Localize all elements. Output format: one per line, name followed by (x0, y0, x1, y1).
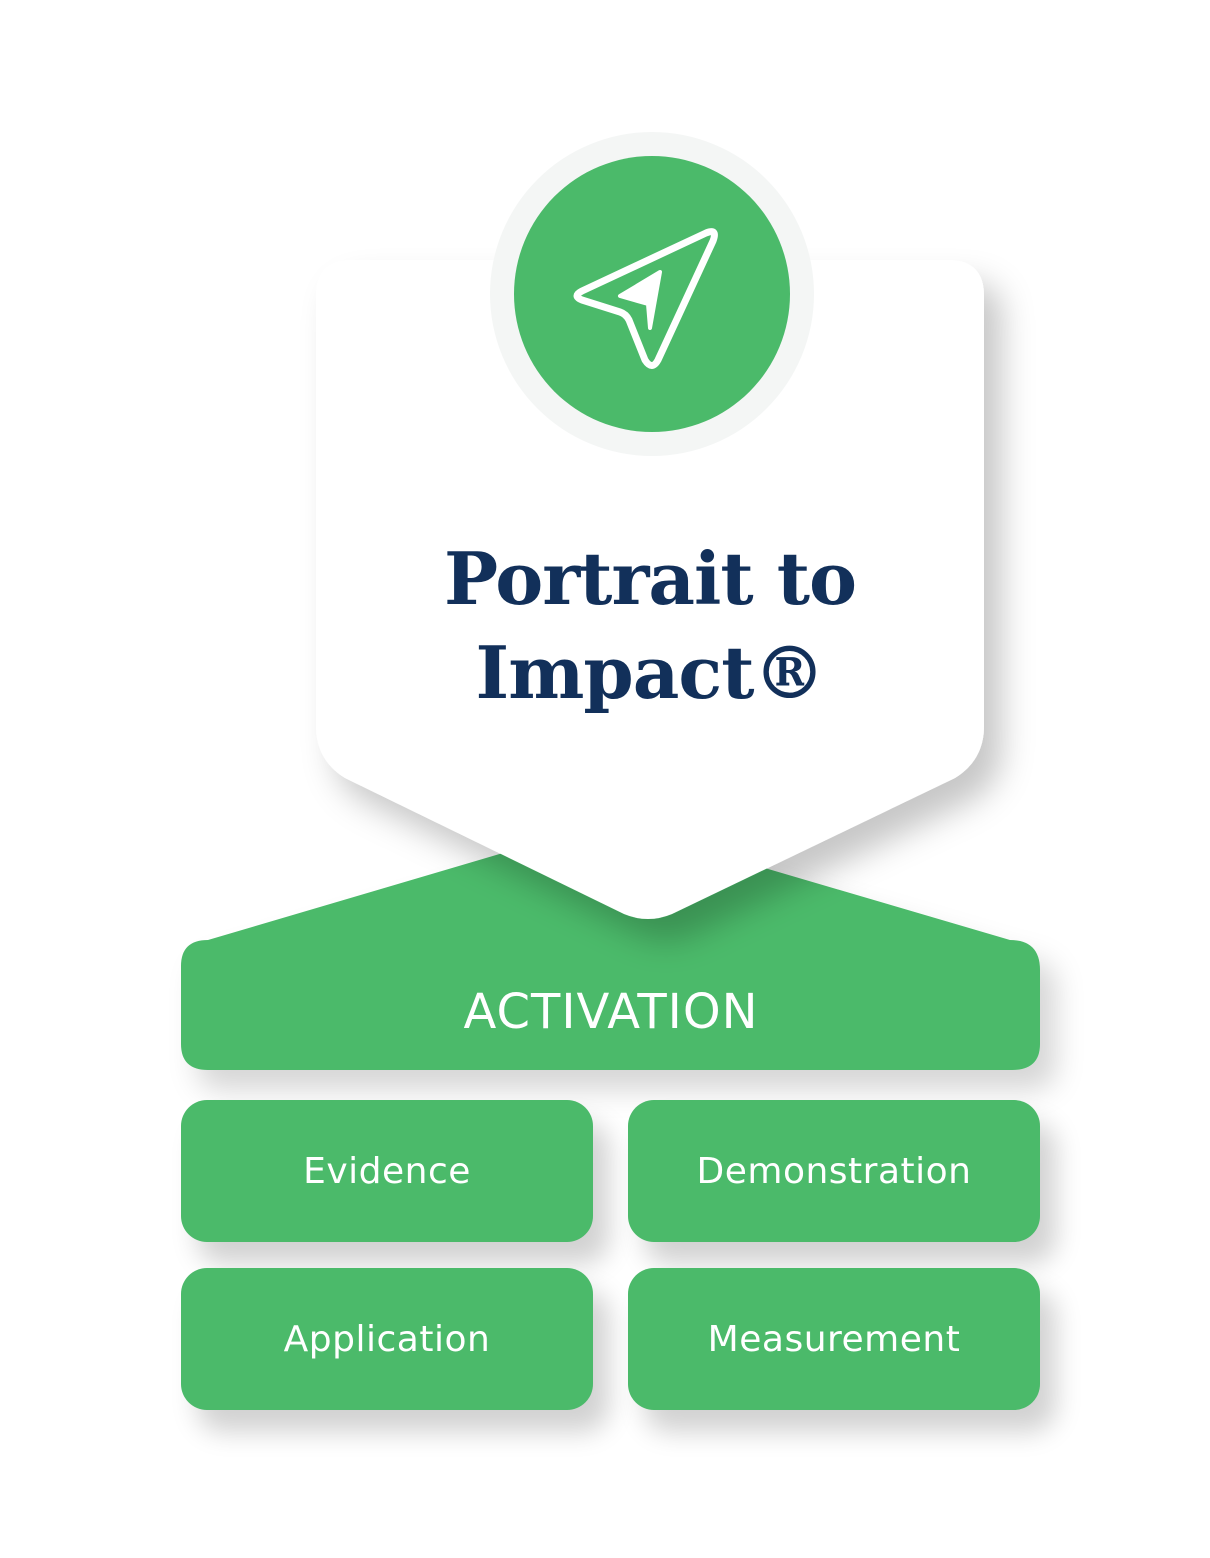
activation-banner-shape (181, 822, 1040, 1070)
title-card-shape (316, 260, 984, 919)
card-evidence: Evidence (181, 1100, 593, 1242)
activation-label: ACTIVATION (463, 984, 759, 1040)
card-application: Application (181, 1268, 593, 1410)
title-line-2: Impact® (475, 630, 826, 715)
card-measurement: Measurement (628, 1268, 1040, 1410)
card-demonstration: Demonstration (628, 1100, 1040, 1242)
navigation-arrow-icon (573, 228, 718, 369)
diagram-title: Portrait to Impact® (330, 532, 970, 720)
title-line-1: Portrait to (444, 536, 857, 621)
